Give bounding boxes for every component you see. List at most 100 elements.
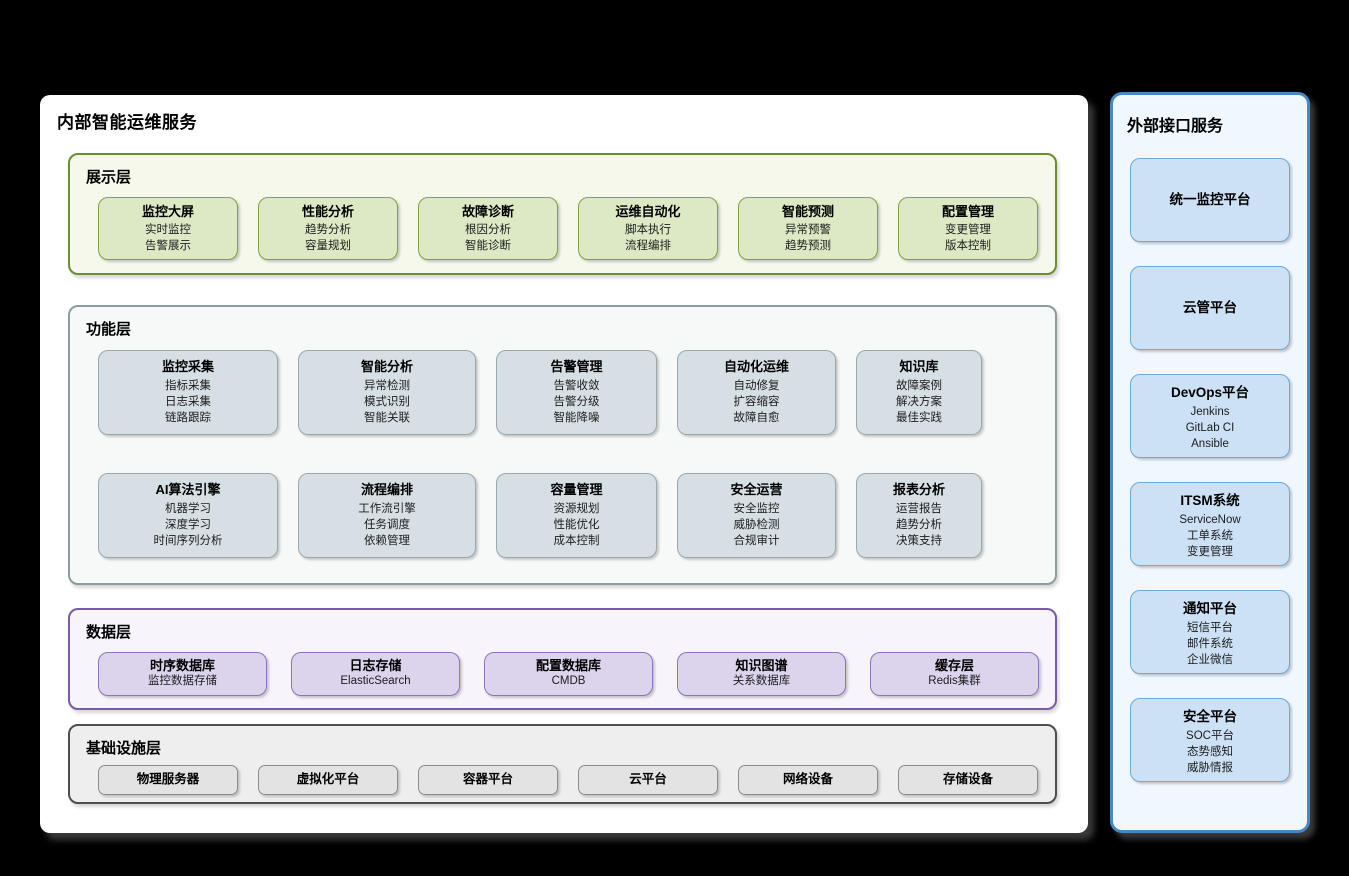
card-item: GitLab CI [1185, 421, 1235, 434]
external-interfaces-title: 外部接口服务 [1127, 118, 1224, 135]
layer-presentation-label: 展示层 [86, 169, 132, 186]
card-item: 容量规划 [305, 240, 351, 253]
card-item: 机器学习 [165, 503, 211, 516]
card-title: 容量管理 [550, 482, 603, 497]
card-item: 日志采集 [165, 396, 211, 409]
card-item: 异常预警 [785, 224, 831, 237]
card-item: 解决方案 [896, 396, 942, 409]
diagram-card: 物理服务器 [98, 765, 238, 795]
diagram-card: 容量管理资源规划性能优化成本控制 [496, 473, 657, 558]
card-title: 配置数据库 [535, 658, 601, 673]
diagram-card: 容器平台 [418, 765, 558, 795]
internal-ops-panel: 内部智能运维服务 展示层 监控大屏实时监控告警展示性能分析趋势分析容量规划故障诊… [40, 95, 1088, 833]
layer-data: 数据层 时序数据库监控数据存储 日志存储 ElasticSearch 配置数据库 CMD… [68, 608, 1057, 710]
card-title: 报表分析 [892, 482, 945, 497]
card-item: 时间序列分析 [153, 534, 223, 547]
card-item: 版本控制 [945, 240, 991, 253]
card-title: 统一监控平台 [1169, 191, 1251, 207]
card-item: 成本控制 [553, 534, 600, 547]
card-title: 云管平台 [1183, 299, 1237, 315]
diagram-card: 安全运营安全监控威胁检测合规审计 [677, 473, 836, 558]
card-item: 告警分级 [553, 396, 600, 409]
card-title: 存储设备 [942, 772, 993, 787]
internal-ops-title: 内部智能运维服务 [57, 113, 197, 132]
card-item: ServiceNow [1179, 513, 1241, 526]
card-item: 变更管理 [1187, 545, 1233, 558]
diagram-card: 通知平台短信平台邮件系统企业微信 [1130, 590, 1290, 674]
card-item: 深度学习 [165, 519, 211, 532]
infrastructure-cards-row: 物理服务器 虚拟化平台容器平台 云平台 网络设备 存储设备 [98, 765, 1038, 795]
data-cards-row: 时序数据库监控数据存储 日志存储 ElasticSearch 配置数据库 CMDB 知识图… [98, 652, 1039, 696]
card-item: 链路跟踪 [165, 411, 211, 424]
diagram-card: 统一监控平台 [1130, 158, 1290, 242]
card-title: 时序数据库 [149, 658, 215, 673]
diagram-card: 性能分析趋势分析容量规划 [258, 197, 398, 260]
diagram-card: 云平台 [578, 765, 718, 795]
diagram-card: 智能预测异常预警趋势预测 [738, 197, 878, 260]
card-item: 智能关联 [364, 411, 410, 424]
card-title: 监控采集 [161, 359, 214, 374]
card-title: ITSM系统 [1180, 493, 1240, 508]
card-item: 短信平台 [1187, 621, 1233, 634]
card-title: 自动化运维 [723, 359, 789, 374]
function-cards-row-1: 监控采集指标采集日志采集链路跟踪智能分析异常检测模式识别智能关联告警管理告警收敛… [98, 350, 982, 435]
card-item: 态势感知 [1187, 745, 1233, 758]
card-item: 故障案例 [896, 380, 942, 393]
card-title: 缓存层 [934, 658, 974, 673]
card-title: 安全运营 [730, 482, 783, 497]
card-item: Ansible [1191, 437, 1229, 450]
card-item: 性能优化 [553, 519, 600, 532]
diagram-card: 告警管理告警收敛告警分级智能降噪 [496, 350, 657, 435]
card-item: 流程编排 [625, 240, 671, 253]
card-item: 任务调度 [364, 519, 410, 532]
card-item: 威胁情报 [1187, 761, 1233, 774]
diagram-card: 时序数据库监控数据存储 [98, 652, 267, 696]
card-title: 运维自动化 [615, 204, 681, 219]
card-item: 指标采集 [165, 380, 211, 393]
card-item: Redis集群 [928, 675, 981, 688]
card-item: 最佳实践 [896, 411, 942, 424]
card-item: Jenkins [1190, 405, 1230, 418]
card-title: 知识库 [899, 359, 939, 374]
card-item: 安全监控 [733, 503, 780, 516]
diagram-card: 缓存层 Redis集群 [870, 652, 1039, 696]
presentation-cards-row: 监控大屏实时监控告警展示性能分析趋势分析容量规划故障诊断根因分析智能诊断运维自动… [98, 197, 1038, 260]
card-item: 工作流引擎 [358, 503, 416, 516]
card-item: 智能降噪 [553, 411, 600, 424]
card-item: 模式识别 [364, 396, 410, 409]
card-item: 趋势预测 [785, 240, 831, 253]
card-title: 智能分析 [360, 359, 413, 374]
diagram-card: 智能分析异常检测模式识别智能关联 [298, 350, 476, 435]
card-title: 网络设备 [782, 772, 833, 787]
card-item: 监控数据存储 [148, 675, 217, 688]
diagram-card: 网络设备 [738, 765, 878, 795]
card-item: 变更管理 [945, 224, 991, 237]
card-title: 日志存储 [349, 658, 402, 673]
card-item: 故障自愈 [733, 411, 780, 424]
card-item: CMDB [551, 675, 586, 688]
layer-data-label: 数据层 [86, 624, 132, 641]
diagram-card: 监控大屏实时监控告警展示 [98, 197, 238, 260]
card-item: ElasticSearch [340, 675, 411, 688]
card-title: 流程编排 [360, 482, 413, 497]
card-item: 合规审计 [733, 534, 780, 547]
card-item: 资源规划 [553, 503, 600, 516]
card-item: 决策支持 [896, 534, 942, 547]
card-title: 告警管理 [550, 359, 603, 374]
layer-presentation: 展示层 监控大屏实时监控告警展示性能分析趋势分析容量规划故障诊断根因分析智能诊断… [68, 153, 1057, 275]
diagram-card: 虚拟化平台 [258, 765, 398, 795]
card-item: 威胁检测 [733, 519, 780, 532]
card-item: 关系数据库 [732, 675, 791, 688]
diagram-card: 知识图谱关系数据库 [677, 652, 846, 696]
layer-function-label: 功能层 [86, 321, 132, 338]
card-title: 物理服务器 [136, 772, 200, 787]
card-title: 知识图谱 [735, 658, 788, 673]
card-item: 依赖管理 [364, 534, 410, 547]
card-title: 云平台 [629, 772, 667, 787]
layer-function: 功能层 监控采集指标采集日志采集链路跟踪智能分析异常检测模式识别智能关联告警管理… [68, 305, 1057, 585]
